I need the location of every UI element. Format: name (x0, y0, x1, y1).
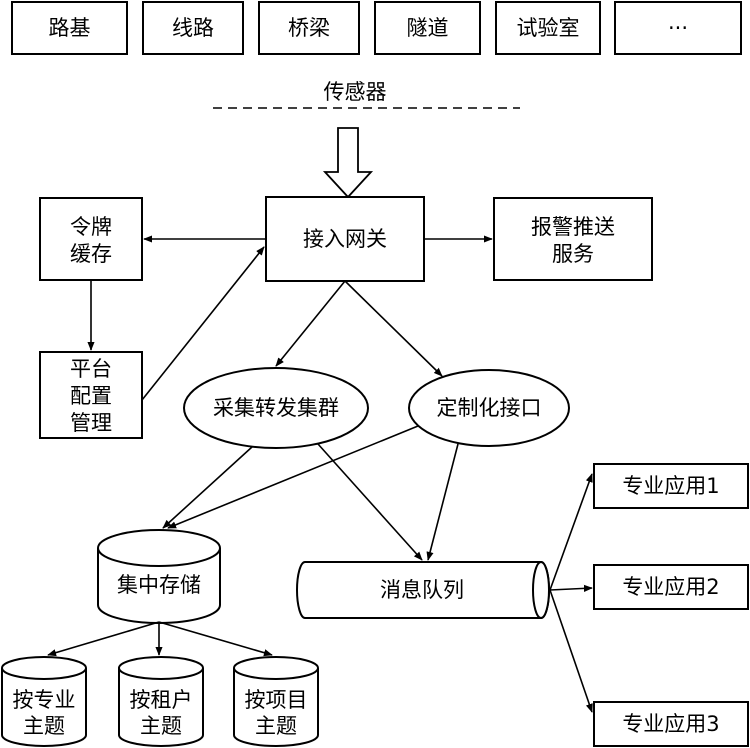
edge-interface-to-storage (167, 425, 419, 529)
source-label: 隧道 (407, 16, 449, 40)
topic-by-project-label: 主题 (255, 714, 297, 738)
source-label: ··· (668, 16, 688, 40)
alarm-push-label: 报警推送 (531, 215, 615, 239)
platform-config-label: 平台 (70, 357, 112, 381)
edge-gateway-to-collection-cluster (275, 280, 346, 367)
alarm-push-service-box: 报警推送 服务 (493, 197, 653, 281)
edge-storage-to-project (158, 621, 273, 657)
platform-config-label: 配置 (70, 384, 112, 408)
central-storage-label: 集中存储 (117, 573, 201, 597)
source-label: 路基 (49, 16, 91, 40)
access-gateway-box: 接入网关 (265, 196, 425, 282)
app-box-1: 专业应用1 (593, 463, 749, 509)
custom-interface-label: 定制化接口 (437, 396, 542, 420)
token-cache-box: 令牌 缓存 (39, 197, 143, 281)
source-box-laboratory: 试验室 (495, 1, 601, 55)
token-cache-label: 缓存 (70, 242, 112, 266)
message-queue-cylinder: 消息队列 (296, 561, 550, 619)
app-label: 专业应用2 (622, 575, 719, 599)
custom-interface-ellipse: 定制化接口 (408, 369, 570, 447)
topic-by-specialty-cylinder: 按专业 主题 (1, 656, 87, 747)
topic-by-specialty-label: 按专业 (13, 688, 76, 712)
access-gateway-label: 接入网关 (303, 227, 387, 251)
source-box-tunnel: 隧道 (374, 1, 481, 55)
app-box-3: 专业应用3 (593, 701, 749, 747)
sensor-label: 传感器 (324, 80, 387, 104)
source-label: 线路 (172, 16, 214, 40)
edge-gateway-to-custom-interface (344, 280, 443, 377)
central-storage-cylinder: 集中存储 (97, 529, 221, 624)
source-box-more: ··· (614, 1, 742, 55)
app-box-2: 专业应用2 (593, 564, 749, 610)
edge-queue-to-app2 (549, 584, 593, 592)
source-label: 桥梁 (288, 16, 330, 40)
collection-cluster-label: 采集转发集群 (213, 396, 339, 420)
edge-platform-config-to-gateway (141, 246, 265, 401)
topic-by-tenant-cylinder: 按租户 主题 (118, 656, 204, 747)
token-cache-label: 令牌 (70, 215, 112, 239)
edge-storage-to-specialty (47, 621, 160, 657)
edge-queue-to-app1 (549, 473, 593, 591)
platform-config-label: 管理 (70, 411, 112, 435)
collection-cluster-ellipse: 采集转发集群 (183, 367, 369, 449)
edge-cluster-to-storage (162, 446, 253, 529)
edge-queue-to-app3 (549, 589, 593, 713)
topic-by-tenant-label: 按租户 (130, 688, 193, 712)
source-label: 试验室 (517, 16, 580, 40)
hollow-down-arrow-icon (322, 127, 374, 199)
topic-by-project-cylinder: 按项目 主题 (233, 656, 319, 747)
topic-by-specialty-label: 主题 (23, 714, 65, 738)
app-label: 专业应用1 (622, 474, 719, 498)
topic-by-tenant-label: 主题 (140, 714, 182, 738)
alarm-push-label: 服务 (552, 242, 594, 266)
source-box-roadbed: 路基 (11, 1, 128, 55)
source-box-line: 线路 (142, 1, 244, 55)
source-box-bridge: 桥梁 (258, 1, 360, 55)
topic-by-project-label: 按项目 (245, 688, 308, 712)
message-queue-label: 消息队列 (380, 578, 464, 602)
edge-cluster-to-queue (317, 443, 423, 561)
edge-interface-to-queue (426, 443, 459, 561)
app-label: 专业应用3 (622, 712, 719, 736)
platform-config-box: 平台 配置 管理 (39, 351, 143, 439)
